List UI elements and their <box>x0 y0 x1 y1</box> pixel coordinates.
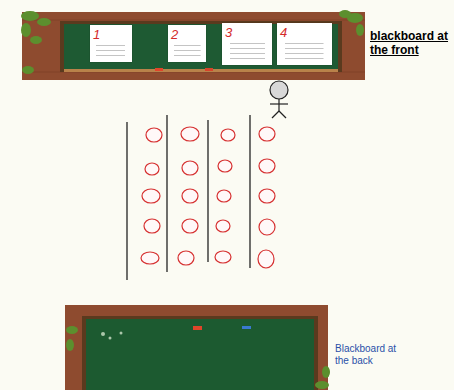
board-label: blackboard at the front <box>370 30 450 58</box>
student-seats <box>141 127 275 268</box>
front-blackboard <box>64 24 338 69</box>
paper-sheet: 1 <box>90 25 132 62</box>
brick-frame <box>22 12 365 80</box>
back-blackboard <box>86 319 314 390</box>
callout-number: 1 <box>90 27 103 42</box>
brick-frame <box>65 305 328 390</box>
callout-number: 3 <box>222 25 235 40</box>
board-label: Blackboard at the back <box>335 343 399 366</box>
teacher-figure <box>270 81 288 118</box>
callout-number: 2 <box>168 27 181 42</box>
paper-sheet: 2 <box>168 25 206 62</box>
callout-number: 4 <box>277 25 290 40</box>
aisle-lines <box>127 115 250 280</box>
paper-sheet: 4 <box>277 23 332 65</box>
vine-decoration <box>21 10 364 74</box>
paper-sheet: 3 <box>222 23 272 65</box>
board-border <box>60 21 342 72</box>
